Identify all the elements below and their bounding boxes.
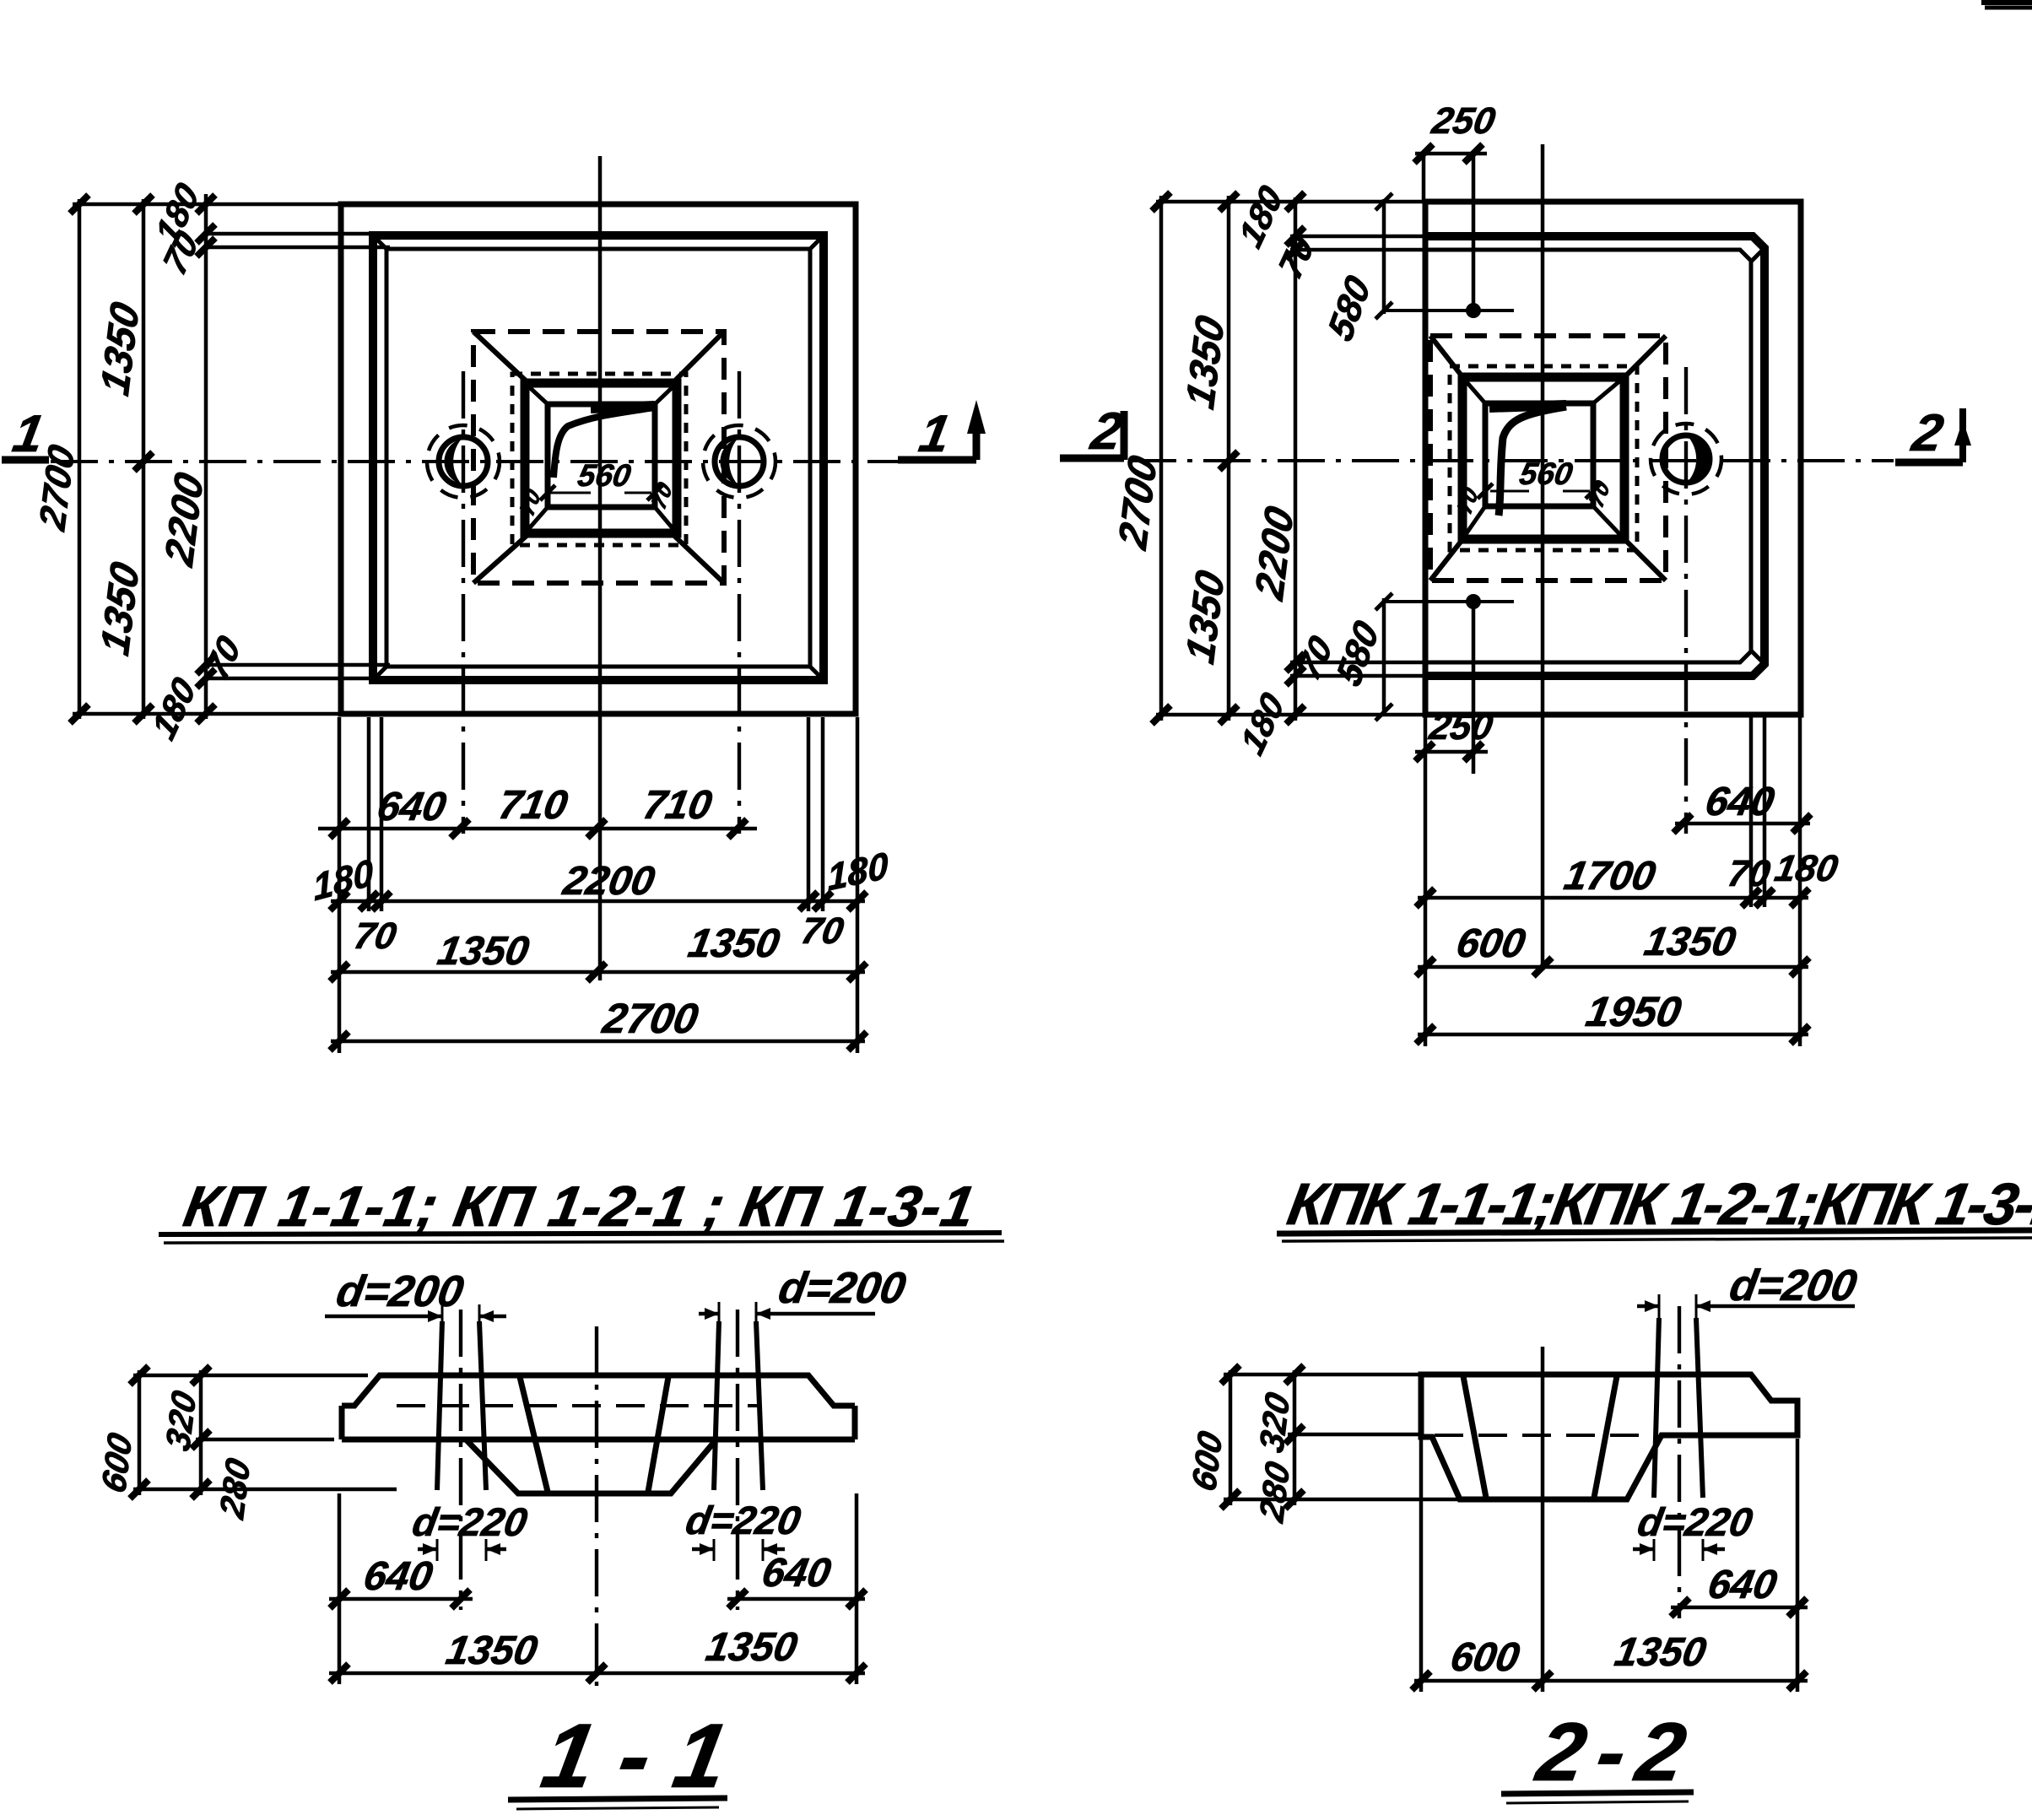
svg-text:1350: 1350 <box>435 928 532 974</box>
svg-text:1 - 1: 1 - 1 <box>535 1705 735 1807</box>
svg-text:600: 600 <box>1453 921 1529 966</box>
svg-text:1350: 1350 <box>1178 311 1233 413</box>
svg-text:1350: 1350 <box>703 1624 801 1670</box>
svg-text:70: 70 <box>798 910 847 952</box>
svg-text:600: 600 <box>1447 1634 1523 1680</box>
svg-text:1350: 1350 <box>1612 1629 1710 1675</box>
svg-text:250: 250 <box>1429 100 1499 142</box>
svg-text:280: 280 <box>213 1454 257 1523</box>
svg-text:70: 70 <box>351 915 400 957</box>
svg-text:1350: 1350 <box>443 1628 541 1673</box>
svg-text:250: 250 <box>1426 706 1496 748</box>
svg-text:d=220: d=220 <box>409 1500 531 1545</box>
svg-text:КПК 1-1-1;КПК 1-2-1;КПК 1-3-1: КПК 1-1-1;КПК 1-2-1;КПК 1-3-1 <box>1283 1170 2032 1236</box>
svg-text:d=200: d=200 <box>332 1267 467 1316</box>
svg-text:2 - 2: 2 - 2 <box>1529 1706 1691 1798</box>
svg-text:600: 600 <box>95 1428 139 1497</box>
svg-text:640: 640 <box>360 1553 436 1599</box>
svg-text:320: 320 <box>1252 1388 1297 1456</box>
svg-text:280: 280 <box>1252 1457 1297 1526</box>
svg-text:640: 640 <box>374 784 450 829</box>
svg-text:710: 710 <box>495 782 571 828</box>
svg-text:1350: 1350 <box>93 297 148 400</box>
svg-text:2700: 2700 <box>598 994 701 1042</box>
svg-text:КП 1-1-1; КП 1-2-1 ; КП 1-3-1: КП 1-1-1; КП 1-2-1 ; КП 1-3-1 <box>179 1174 980 1238</box>
svg-text:640: 640 <box>1705 1562 1781 1607</box>
svg-text:d=200: d=200 <box>1726 1261 1860 1310</box>
svg-text:180: 180 <box>311 851 376 909</box>
svg-text:1700: 1700 <box>1561 853 1659 899</box>
svg-text:1350: 1350 <box>93 557 148 660</box>
svg-text:180: 180 <box>1772 848 1841 889</box>
svg-text:1350: 1350 <box>1178 565 1233 668</box>
svg-text:600: 600 <box>1185 1427 1229 1495</box>
svg-text:1350: 1350 <box>685 921 783 966</box>
svg-text:2200: 2200 <box>1247 501 1302 605</box>
svg-text:640: 640 <box>759 1550 835 1596</box>
svg-text:320: 320 <box>159 1386 203 1455</box>
svg-text:2200: 2200 <box>559 858 658 904</box>
svg-text:1350: 1350 <box>1641 919 1739 964</box>
svg-text:d=220: d=220 <box>1635 1500 1756 1545</box>
svg-text:d=220: d=220 <box>683 1499 804 1543</box>
svg-text:1950: 1950 <box>1582 987 1684 1035</box>
svg-text:d=200: d=200 <box>775 1264 909 1313</box>
svg-text:710: 710 <box>640 782 716 828</box>
